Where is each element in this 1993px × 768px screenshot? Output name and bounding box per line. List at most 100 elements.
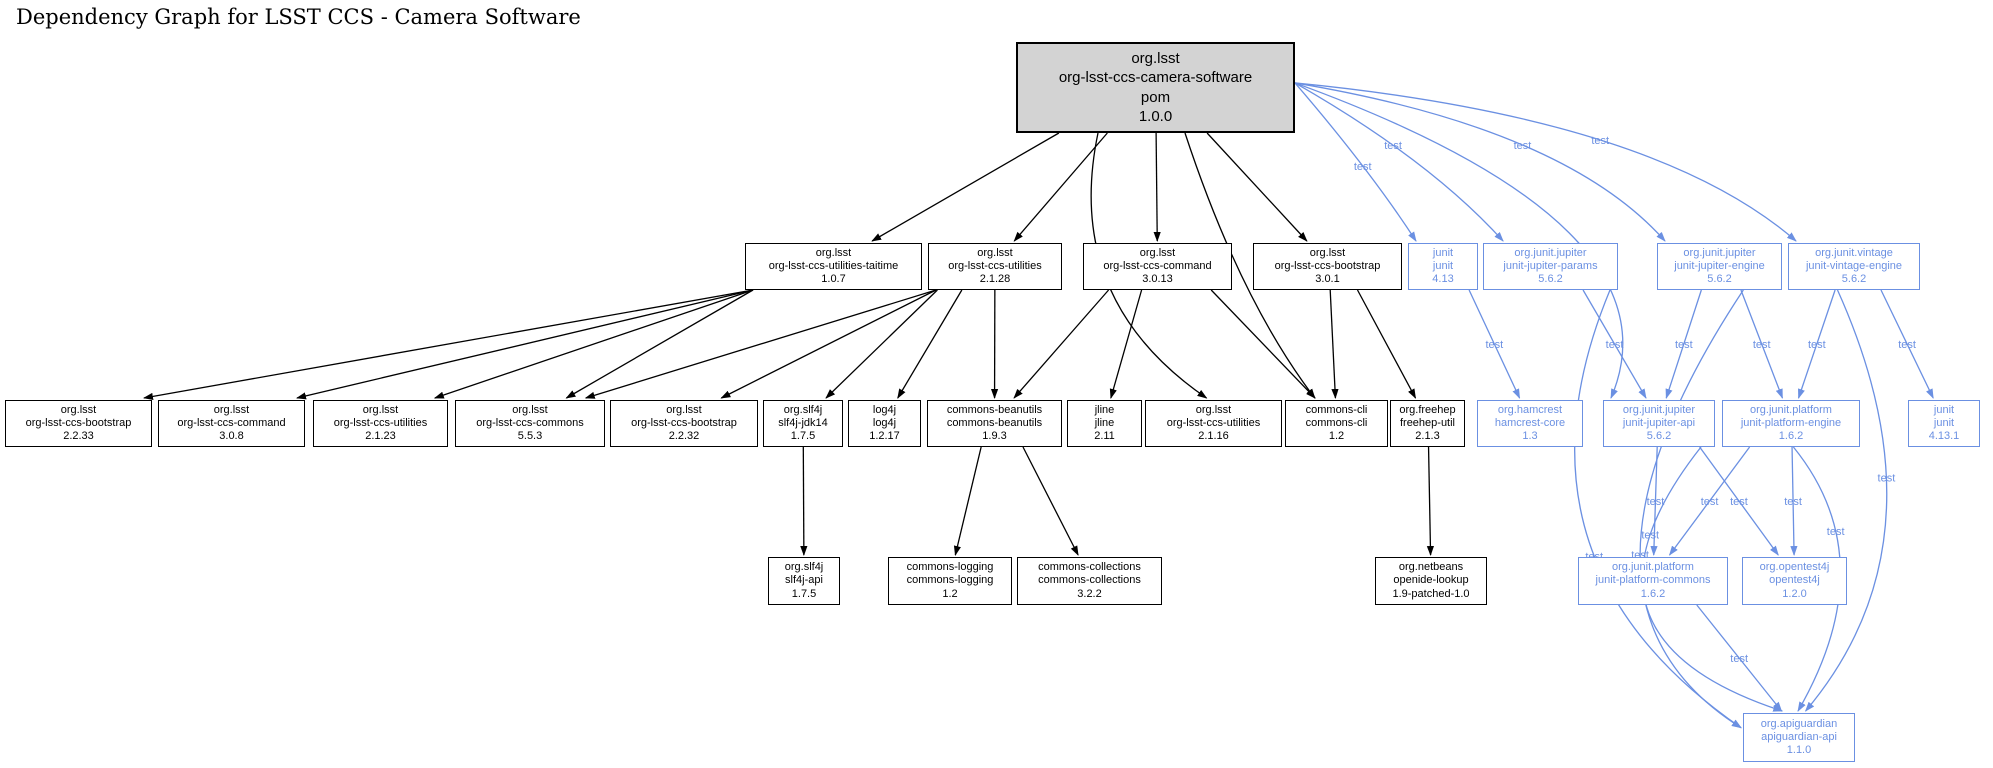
edge-freehep--openide [1426,446,1435,556]
edge-jupiter_engine--apiguardian [1639,289,1744,729]
edge-scope-label: test [1354,161,1372,173]
node-text-line: 5.6.2 [1841,273,1867,286]
edge-slf4j_jdk14--slf4j_api [800,446,808,556]
node-text-line: org.lsst [1195,403,1232,416]
edge-scope-label: test [1784,496,1802,508]
node-text-line: org.junit.platform [1750,403,1832,416]
node-text-line: 4.13.1 [1928,430,1960,443]
node-text-line: org.lsst [60,403,97,416]
node-text-line: junit [1933,416,1955,429]
node-text-line: org-lsst-ccs-commons [476,416,584,429]
node-text-line: commons-beanutils [946,403,1043,416]
node-text-line: org-lsst-ccs-utilities [333,416,428,429]
edge-scope-label: test [1753,339,1771,351]
node-text-line: 5.6.2 [1707,273,1732,286]
node-text-line: apiguardian-api [1761,730,1837,743]
edge-pom--vintage_engine [1294,82,1797,242]
edge-vintage_engine--junit_4_13_1 [1880,289,1934,399]
node-text-line: org.slf4j [784,561,824,574]
node-text-line: 1.0.0 [1138,108,1173,125]
edge-scope-label: test [1898,339,1916,351]
node-text-line: commons-cli [1305,416,1368,429]
edge-taitime--utilities_2_1_23 [433,289,754,399]
node-text-line: 2.11 [1094,430,1115,443]
edge-vintage_engine--apiguardian [1804,289,1888,712]
edge-scope-label: test [1827,526,1845,538]
node-text-line: org.freehep [1399,403,1456,416]
node-text-line: 1.1.0 [1786,744,1812,757]
edge-vintage_engine--platform_engine [1797,289,1836,399]
edge-platform_engine--opentest4j [1790,446,1798,556]
node-text-line: org-lsst-ccs-utilities [948,259,1042,272]
edge-scope-label: test [1591,135,1609,147]
node-text-line: 2.1.16 [1198,430,1229,443]
node-text-line: 1.3 [1522,430,1538,443]
edge-bootstrap_3_0_1--commons_cli [1329,289,1339,399]
edge-scope-label: test [1878,472,1896,484]
node-text-line: log4j [872,403,897,416]
node-text-line: org.junit.vintage [1815,246,1893,259]
node-text-line: 1.2.0 [1782,587,1807,600]
node-text-line: 1.7.5 [790,430,816,443]
node-text-line: log4j [872,416,897,429]
node-text-line: org-lsst-ccs-bootstrap [1274,259,1381,272]
node-text-line: commons-collections [1038,574,1141,587]
node-text-line: org.junit.platform [1612,561,1694,574]
node-text-line: 1.7.5 [791,587,817,600]
node-text-line: jline [1094,403,1115,416]
node-text-line: pom [1140,88,1171,106]
node-text-line: org.lsst [1309,246,1346,259]
node-text-line: 2.2.33 [63,430,94,443]
edge-junit_4_13--hamcrest [1468,289,1521,399]
edge-jupiter_api--opentest4j [1699,446,1779,556]
edge-scope-label: test [1647,496,1665,508]
edge-scope-label: test [1606,339,1624,351]
node-text-line: org.lsst [1139,246,1176,259]
node-text-line: org.lsst [977,246,1013,259]
node-text-line: org-lsst-ccs-camera-software [1058,69,1253,86]
edge-taitime--commons_5_5_3 [565,289,754,399]
edge-scope-label: test [1641,529,1659,541]
edge-pom--command_3_0_13 [1153,132,1161,242]
node-text-line: org-lsst-ccs-utilities-taitime [768,259,899,272]
node-text-line: 3.0.8 [219,430,244,443]
edge-jupiter_engine--platform_engine [1740,289,1784,399]
edge-scope-label: test [1730,496,1748,508]
node-text-line: org-lsst-ccs-utilities [1166,416,1261,429]
node-text-line: 1.6.2 [1640,587,1666,600]
